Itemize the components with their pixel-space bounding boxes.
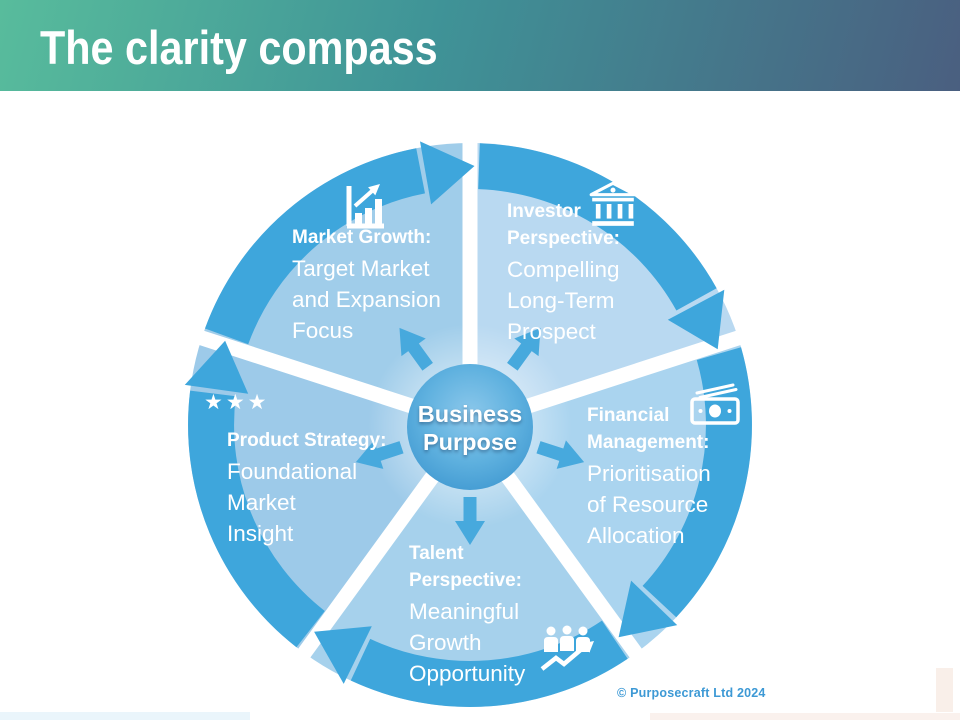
rim-arrowheads [184, 141, 725, 684]
rim-arc-talent-perspective [350, 620, 628, 707]
edge-artifact-right [650, 713, 960, 720]
segment-market-growth-body: Target Market and Expansion Focus [292, 255, 441, 344]
edge-artifact-left [0, 712, 250, 720]
rim-arcs [188, 143, 752, 707]
three-stars-icon: ★★★ [204, 391, 270, 414]
segment-product-strategy-heading: Product Strategy: [227, 430, 387, 451]
copyright-text: © Purposecraft Ltd 2024 [617, 686, 766, 700]
segment-financial-management-heading: Financial Management: [587, 405, 710, 453]
bar-chart-growth-icon [346, 184, 384, 229]
rim-arc-financial-management [642, 347, 752, 618]
segment-investor-perspective-heading: Investor Perspective: [507, 201, 621, 249]
segment-talent-perspective-text: Talent Perspective: Meaningful Growth Op… [409, 541, 589, 689]
slide-title: The clarity compass [40, 21, 438, 74]
segment-market-growth-text: Market Growth: Target Market and Expansi… [292, 225, 487, 346]
edge-artifact-rect [936, 668, 953, 712]
arrowhead-financial-management [618, 580, 678, 638]
arrowhead-market-growth [420, 141, 475, 205]
segment-product-strategy-body: Foundational Market Insight [227, 458, 358, 547]
segment-market-growth-heading: Market Growth: [292, 227, 432, 248]
rim-arc-market-growth [204, 148, 426, 345]
segment-product-strategy-text: Product Strategy: Foundational Market In… [227, 428, 417, 549]
segment-financial-management-text: Financial Management: Prioritisation of … [587, 403, 762, 551]
hub-circle [407, 364, 533, 490]
segment-talent-perspective-body: Meaningful Growth Opportunity [409, 598, 526, 687]
arrowhead-talent-perspective [314, 626, 372, 684]
hub-label: Business Purpose [417, 401, 523, 456]
segment-talent-perspective-heading: Talent Perspective: [409, 543, 523, 591]
team-growth-icon [540, 625, 594, 671]
bank-icon [589, 181, 637, 226]
arrowhead-investor-perspective [667, 289, 725, 350]
segment-investor-perspective-text: Investor Perspective: Compelling Long-Te… [507, 199, 677, 347]
segment-investor-perspective-body: Compelling Long-Term Prospect [507, 256, 620, 345]
banknote-icon [690, 383, 740, 425]
segment-financial-management-body: Prioritisation of Resource Allocation [587, 460, 711, 549]
slide-header-band [0, 0, 960, 91]
rim-arc-product-strategy [188, 390, 326, 648]
sector-talent-perspective [304, 425, 636, 707]
rim-arc-investor-perspective [477, 143, 717, 311]
arrowhead-product-strategy [184, 340, 249, 394]
